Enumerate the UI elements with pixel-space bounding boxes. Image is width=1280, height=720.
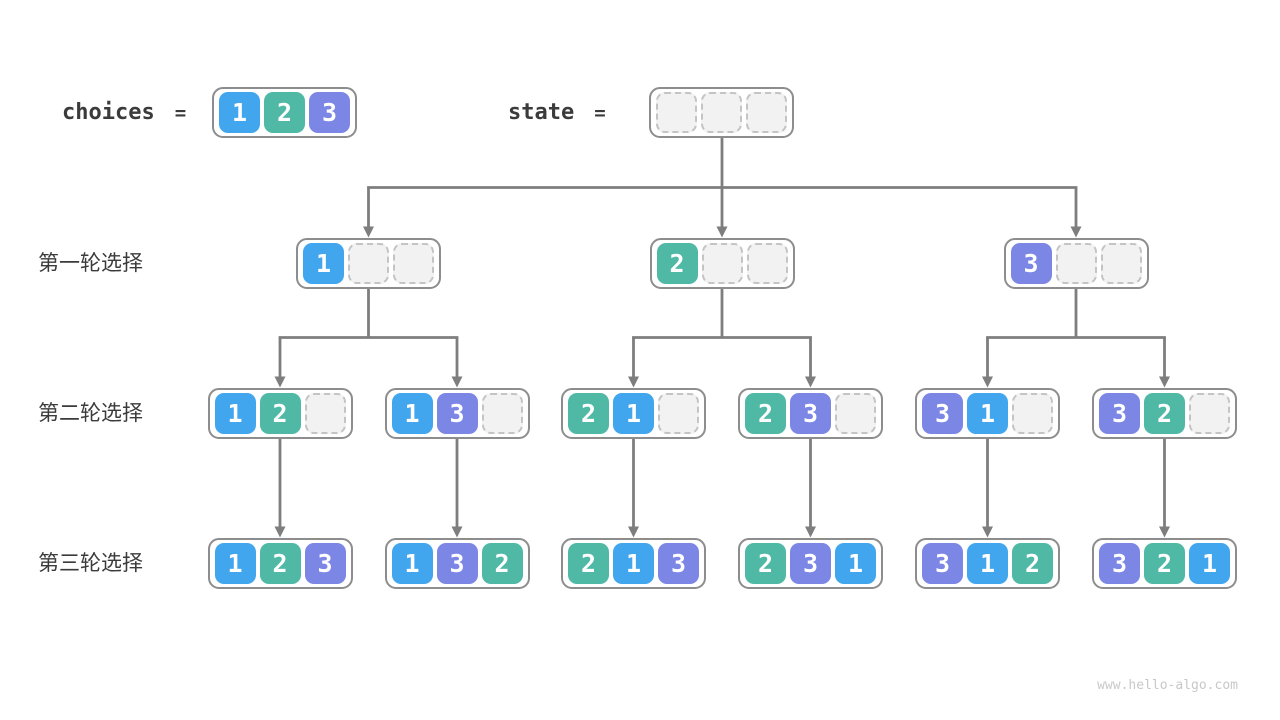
choices-header: choices =	[62, 87, 186, 138]
empty-cell	[746, 243, 788, 284]
value-cell: 1	[219, 92, 260, 133]
round-1-node: 3	[1003, 238, 1149, 289]
value-cell: 2	[656, 243, 698, 284]
value-cell: 1	[967, 543, 1008, 584]
value-cell: 3	[790, 543, 831, 584]
empty-cell	[1189, 393, 1230, 434]
value-cell: 1	[835, 543, 876, 584]
round-1-node: 2	[649, 238, 795, 289]
empty-cell	[746, 92, 787, 133]
value-cell: 3	[790, 393, 831, 434]
round-3-label: 第三轮选择	[38, 551, 143, 575]
value-cell: 2	[1012, 543, 1053, 584]
value-cell: 1	[613, 543, 654, 584]
empty-cell	[304, 393, 346, 434]
value-cell: 3	[1099, 543, 1140, 584]
value-cell: 2	[568, 543, 609, 584]
value-cell: 1	[391, 393, 433, 434]
value-cell: 1	[967, 393, 1008, 434]
value-cell: 3	[436, 543, 478, 584]
value-cell: 2	[259, 393, 301, 434]
value-cell: 1	[391, 543, 433, 584]
value-cell: 1	[613, 393, 654, 434]
empty-cell	[348, 243, 389, 284]
state-label: state	[508, 100, 575, 125]
value-cell: 2	[568, 393, 609, 434]
state-header: state =	[508, 87, 606, 138]
empty-cell	[1055, 243, 1097, 284]
value-cell: 3	[922, 393, 963, 434]
empty-cell	[393, 243, 434, 284]
round-2-label: 第二轮选择	[38, 401, 143, 425]
value-cell: 2	[1144, 543, 1185, 584]
value-cell: 1	[1189, 543, 1230, 584]
empty-cell	[481, 393, 523, 434]
value-cell: 1	[214, 543, 256, 584]
value-cell: 2	[264, 92, 305, 133]
value-cell: 3	[658, 543, 699, 584]
empty-cell	[1100, 243, 1142, 284]
empty-cell	[656, 92, 697, 133]
value-cell: 2	[745, 393, 786, 434]
value-cell: 2	[259, 543, 301, 584]
value-cell: 2	[481, 543, 523, 584]
value-cell: 3	[304, 543, 346, 584]
value-cell: 3	[922, 543, 963, 584]
empty-cell	[1012, 393, 1053, 434]
value-cell: 3	[1099, 393, 1140, 434]
value-cell: 3	[1010, 243, 1052, 284]
watermark: www.hello-algo.com	[1097, 678, 1238, 693]
empty-cell	[701, 243, 743, 284]
empty-cell	[835, 393, 876, 434]
round-1-label: 第一轮选择	[38, 251, 143, 275]
value-cell: 1	[214, 393, 256, 434]
value-cell: 1	[303, 243, 344, 284]
state-array	[649, 87, 794, 138]
state-equals-sign: =	[594, 101, 606, 124]
value-cell: 2	[1144, 393, 1185, 434]
round-1-node: 1	[296, 238, 441, 289]
empty-cell	[701, 92, 742, 133]
value-cell: 2	[745, 543, 786, 584]
choices-equals-sign: =	[174, 101, 187, 124]
value-cell: 3	[309, 92, 350, 133]
value-cell: 3	[436, 393, 478, 434]
empty-cell	[658, 393, 699, 434]
choices-label: choices	[62, 100, 155, 125]
